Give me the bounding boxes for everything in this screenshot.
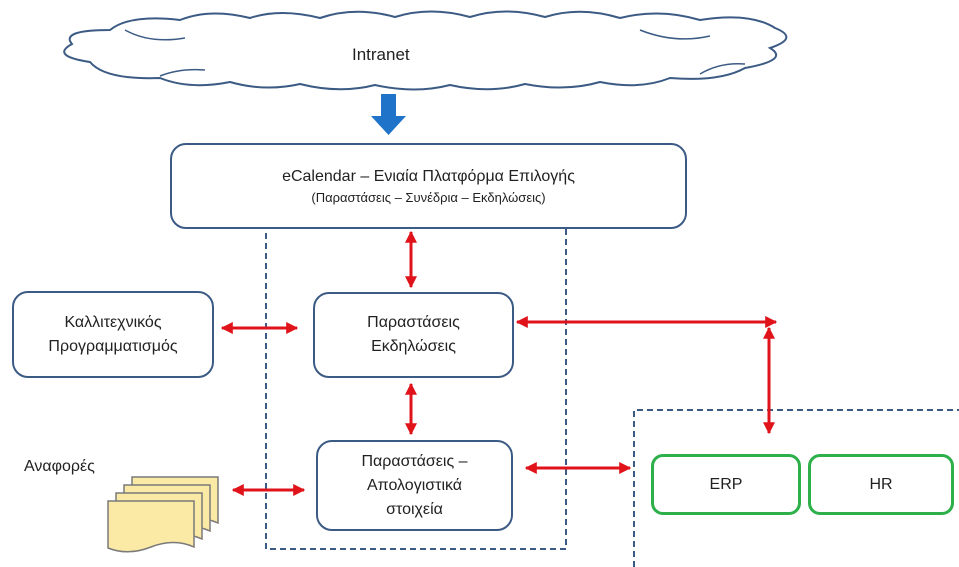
- accounting-line-3: στοιχεία: [386, 500, 443, 518]
- accounting-line-1: Παραστάσεις –: [361, 452, 468, 470]
- accounting-line-2: Απολογιστικά: [366, 476, 463, 494]
- erp-label: ERP: [709, 475, 743, 493]
- artistic-line-1: Καλλιτεχνικός: [64, 313, 162, 331]
- intranet-cloud: [63, 10, 788, 91]
- hr-label: HR: [869, 475, 893, 493]
- performances-events-box[interactable]: Παραστάσεις Εκδηλώσεις: [313, 292, 514, 378]
- cloud-inner-contour: [124, 29, 746, 77]
- artistic-line-2: Προγραμματισμός: [48, 337, 178, 355]
- reports-label: Αναφορές: [24, 458, 95, 475]
- ecalendar-platform-box[interactable]: eCalendar – Ενιαία Πλατφόρμα Επιλογής (Π…: [170, 143, 687, 229]
- ecalendar-title: eCalendar – Ενιαία Πλατφόρμα Επιλογής: [282, 165, 575, 189]
- artistic-programming-box[interactable]: Καλλιτεχνικός Προγραμματισμός: [12, 291, 214, 378]
- external-systems-dashed-group: [633, 409, 959, 567]
- erp-box[interactable]: ERP: [651, 454, 801, 515]
- events-line-2: Εκδηλώσεις: [371, 338, 456, 355]
- events-line-1: Παραστάσεις: [367, 314, 460, 331]
- reports-documents-icon: [107, 476, 219, 553]
- ecalendar-name: eCalendar: [282, 168, 356, 185]
- ecalendar-title-rest: – Ενιαία Πλατφόρμα Επιλογής: [355, 168, 575, 185]
- ecalendar-subtitle: (Παραστάσεις – Συνέδρια – Εκδηλώσεις): [311, 190, 546, 205]
- blue-down-arrow-icon: [371, 94, 406, 135]
- hr-box[interactable]: HR: [808, 454, 954, 515]
- intranet-label: Intranet: [352, 45, 410, 64]
- performances-accounting-box[interactable]: Παραστάσεις – Απολογιστικά στοιχεία: [316, 440, 513, 531]
